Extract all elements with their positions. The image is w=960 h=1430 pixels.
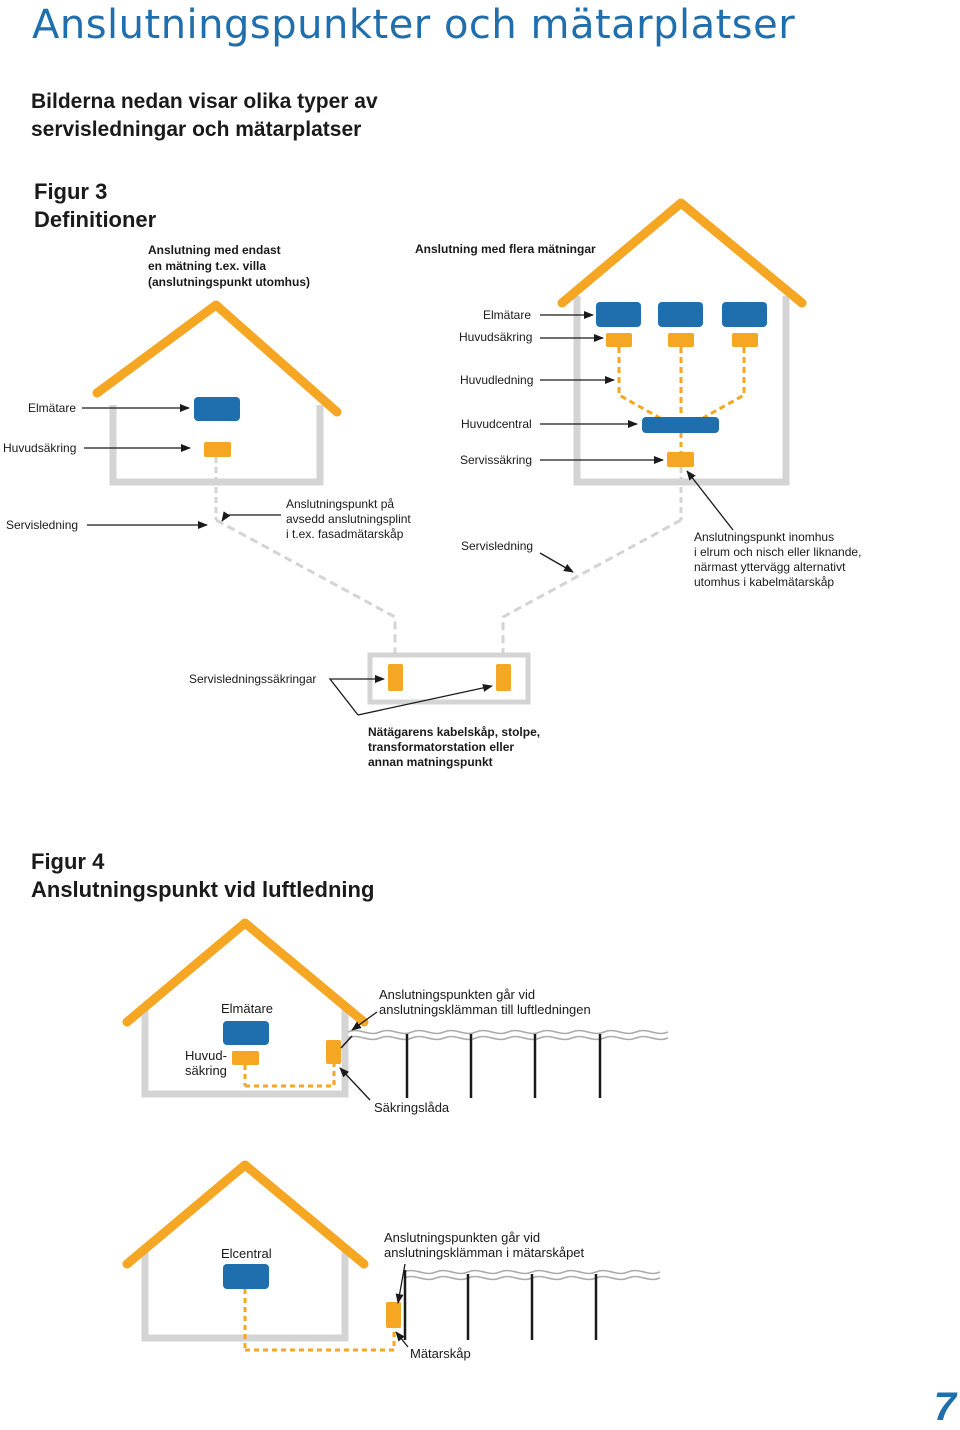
label-elmatare-right: Elmätare: [483, 308, 532, 322]
label-servisledning-right: Servisledning: [461, 539, 534, 553]
house-single-metering: [92, 300, 342, 520]
meter-box: [223, 1021, 269, 1045]
page-number: 7: [933, 1385, 956, 1429]
meter-box: [194, 397, 240, 421]
service-line-fuse-2: [496, 664, 511, 691]
label-anslutningspunkt-left: Anslutningspunkt på avsedd anslutningspl…: [286, 497, 411, 541]
house-meter-cabinet: [122, 1160, 401, 1352]
intro-text: Bilderna nedan visar olika typer av serv…: [31, 90, 378, 141]
main-fuse-1: [606, 333, 632, 347]
house-overhead-line: [122, 918, 369, 1098]
label-anslutningspunkt-luftledning: Anslutningspunkten går vid anslutningskl…: [379, 987, 591, 1017]
label-anslutningspunkt-matarskap: Anslutningspunkten går vid anslutningskl…: [384, 1230, 585, 1260]
caption-multiple-metering: Anslutning med flera mätningar: [415, 242, 596, 256]
label-huvudsakring-right: Huvudsäkring: [459, 330, 533, 344]
figure3-title: Definitioner: [34, 207, 157, 232]
main-fuse: [204, 442, 231, 457]
service-fuse: [667, 452, 694, 467]
caption-single-metering: Anslutning med endast en mätning t.ex. v…: [148, 243, 310, 289]
label-sakringslada: Säkringslåda: [374, 1100, 450, 1115]
figure3-number: Figur 3: [34, 179, 108, 204]
fuse-box: [326, 1040, 341, 1064]
label-servisledning-left: Servisledning: [6, 518, 79, 532]
label-huvudledning: Huvudledning: [460, 373, 534, 387]
meter-box-2: [658, 302, 703, 327]
page-title: Anslutningspunkter och mätarplatser: [32, 2, 796, 48]
label-elmatare-fig4: Elmätare: [221, 1001, 274, 1016]
service-line-fuse-1: [388, 664, 403, 691]
label-huvudsakring-fig4: Huvud- säkring: [185, 1048, 227, 1078]
meter-cabinet: [386, 1302, 401, 1328]
label-servisledningssakringar: Servisledningssäkringar: [189, 672, 317, 686]
label-elmatare-left: Elmätare: [28, 401, 77, 415]
overhead-line-1: [340, 1029, 669, 1098]
main-central: [642, 417, 719, 433]
label-huvudsakring-left: Huvudsäkring: [3, 441, 77, 455]
label-anslutningspunkt-right: Anslutningspunkt inomhus i elrum och nis…: [694, 530, 862, 589]
label-natagaren: Nätägarens kabelskåp, stolpe, transforma…: [368, 725, 541, 769]
meter-box-1: [596, 302, 641, 327]
meter-box-3: [722, 302, 767, 327]
label-huvudcentral: Huvudcentral: [461, 417, 532, 431]
figure4-heading: Figur 4 Anslutningspunkt vid luftledning: [31, 848, 374, 904]
main-fuse: [232, 1051, 259, 1065]
main-fuse-2: [668, 333, 694, 347]
label-servissakring: Servissäkring: [460, 453, 533, 467]
figure3-heading: Figur 3 Definitioner: [34, 178, 156, 234]
figure4-number: Figur 4: [31, 849, 105, 874]
label-elcentral: Elcentral: [221, 1246, 272, 1261]
main-fuse-3: [732, 333, 758, 347]
overhead-line-2: [403, 1269, 661, 1340]
label-matarskap: Mätarskåp: [410, 1346, 471, 1361]
elcentral-box: [223, 1264, 269, 1289]
house-multiple-metering: [557, 198, 807, 520]
figure4-title: Anslutningspunkt vid luftledning: [31, 877, 375, 902]
